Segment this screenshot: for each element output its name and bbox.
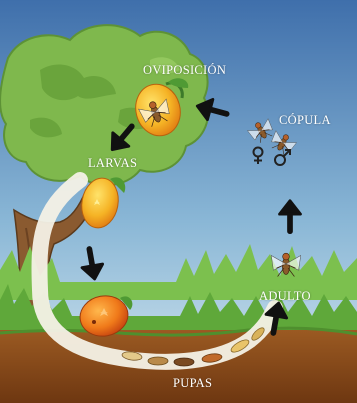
label-larvae: LARVAS (88, 156, 137, 171)
label-oviposition: OVIPOSICIÓN (143, 63, 226, 78)
label-pupae: PUPAS (173, 376, 212, 391)
label-adult: ADULTO (259, 289, 311, 304)
label-mating: CÓPULA (279, 113, 331, 128)
pupa-icon (148, 357, 168, 365)
pupa-icon (174, 358, 194, 366)
